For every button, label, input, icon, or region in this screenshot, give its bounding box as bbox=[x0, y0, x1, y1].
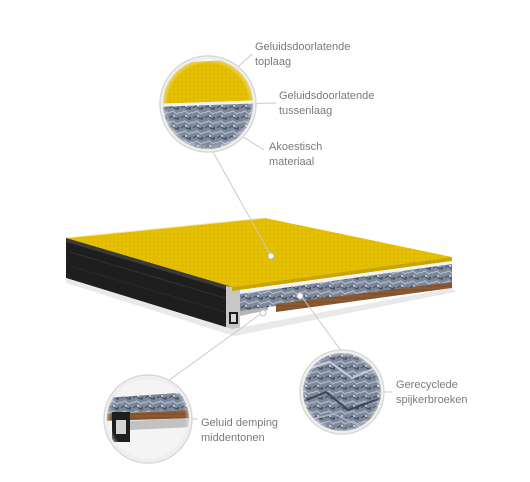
leader-zoom-top bbox=[211, 149, 272, 257]
leader-zoom-left bbox=[167, 312, 263, 382]
frame-left-face bbox=[66, 238, 232, 329]
label-acoustic-line2: materiaal bbox=[269, 156, 315, 168]
label-top-layer-line2: toplaag bbox=[255, 56, 292, 68]
felt-core-side bbox=[240, 264, 452, 311]
label-acoustic-line1: Akoestisch bbox=[269, 141, 323, 153]
leader-zoom-right bbox=[301, 296, 343, 353]
magnifier-denim bbox=[299, 349, 385, 435]
label-top-layer-line1: Geluidsdoorlatende bbox=[255, 41, 351, 53]
label-top-layer: Geluidsdoorlatende toplaag bbox=[255, 40, 350, 70]
magnifier-layers bbox=[159, 55, 257, 153]
label-midtones-line2: middentonen bbox=[201, 432, 265, 444]
frame-profile-end bbox=[226, 286, 240, 331]
label-middle-layer-line1: Geluidsdoorlatende bbox=[279, 90, 375, 102]
acoustic-panel bbox=[65, 217, 455, 336]
label-recycled: Gerecyclede spijkerbroeken bbox=[396, 378, 468, 408]
label-midtones-line1: Geluid demping bbox=[201, 417, 279, 429]
marker-felt bbox=[296, 292, 304, 300]
wood-base-side bbox=[276, 282, 452, 312]
label-acoustic: Akoestisch materiaal bbox=[269, 140, 322, 170]
magnifier-profile bbox=[103, 374, 193, 464]
label-middle-layer: Geluidsdoorlatende tussenlaag bbox=[279, 89, 374, 119]
marker-fabric bbox=[267, 252, 275, 260]
label-midtones: Geluid demping middentonen bbox=[201, 416, 278, 446]
label-recycled-line1: Gerecyclede bbox=[396, 379, 458, 391]
middle-layer-edge bbox=[240, 261, 452, 294]
marker-profile bbox=[259, 309, 267, 317]
label-recycled-line2: spijkerbroeken bbox=[396, 394, 468, 406]
label-middle-layer-line2: tussenlaag bbox=[279, 105, 333, 117]
fabric-top-surface bbox=[66, 218, 452, 287]
